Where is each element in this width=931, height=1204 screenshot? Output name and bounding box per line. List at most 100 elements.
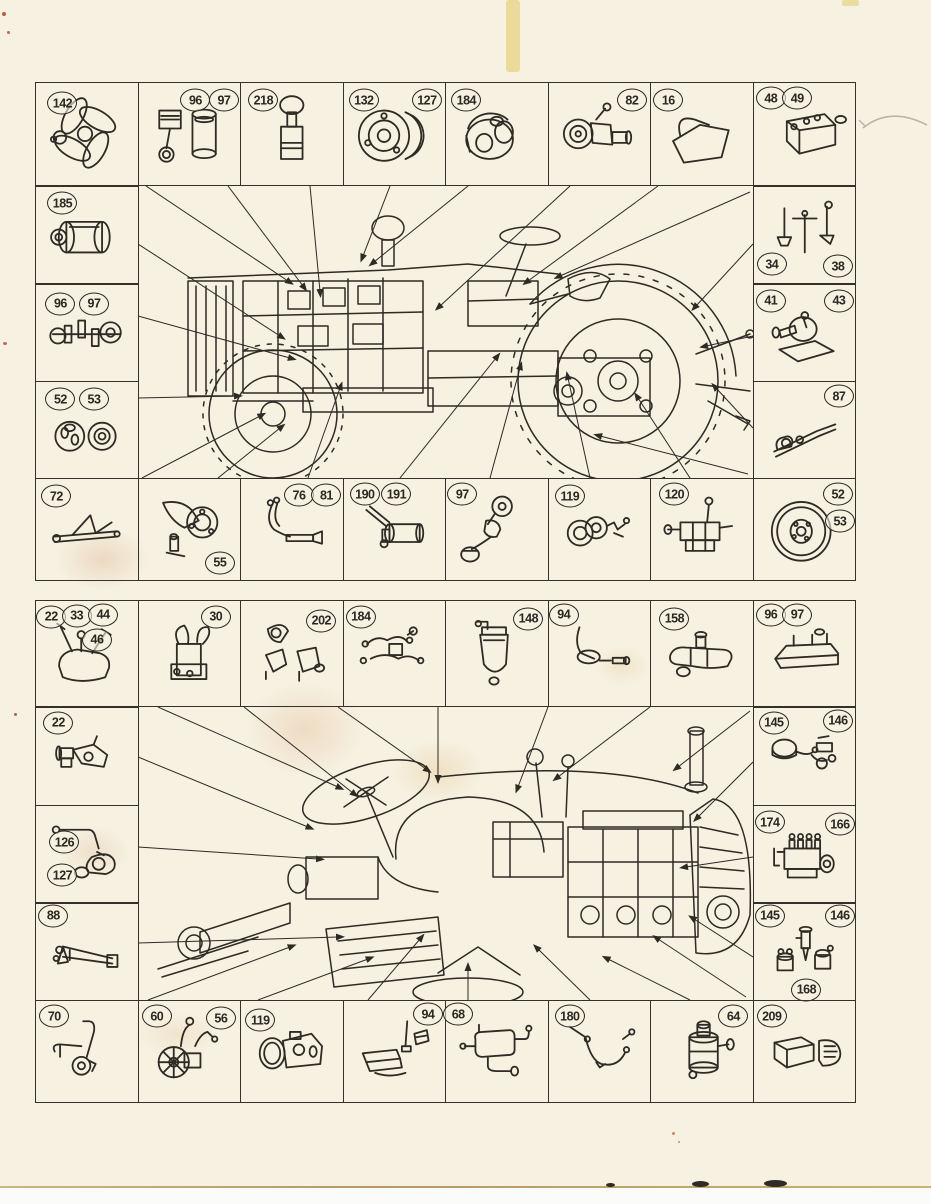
battery-and-cover-illustration — [758, 1007, 852, 1096]
pre-cleaner-and-elbow-illustration — [758, 714, 852, 799]
part-number-badge: 22 — [43, 711, 74, 735]
generator-and-wiring-illustration — [143, 1007, 237, 1096]
flexible-hose-illustration — [245, 485, 339, 574]
part-number-badge: 119 — [245, 1008, 276, 1032]
part-number-badge: 132 — [348, 88, 379, 112]
headlamp-unit-illustration — [245, 1007, 339, 1096]
part-number-badge: 127 — [47, 863, 78, 887]
part-number-badge: 72 — [41, 484, 72, 508]
part-cell: 148 — [445, 600, 549, 707]
part-number-badge: 119 — [554, 484, 585, 508]
part-cell: 30 — [137, 600, 242, 707]
oil-pump-strainer-illustration — [450, 485, 544, 574]
hydraulic-pump-illustration — [143, 607, 237, 699]
part-number-badge: 46 — [82, 628, 112, 652]
part-number-badge: 185 — [47, 191, 78, 215]
part-number-badge: 97 — [782, 603, 813, 627]
starter-motor-illustration — [348, 485, 442, 574]
ink-speck — [678, 1141, 680, 1143]
injectors-and-feed-pump-illustration — [758, 909, 852, 994]
clutch-release-parts-illustration — [553, 485, 647, 574]
ink-speck — [672, 1132, 675, 1135]
part-cell: 158 — [650, 600, 754, 707]
clutch-assembly-illustration — [348, 89, 442, 179]
scanner-backing — [0, 1188, 931, 1204]
part-number-badge: 146 — [822, 709, 853, 733]
part-number-badge: 202 — [306, 609, 337, 633]
part-cell: 218 — [240, 82, 344, 186]
part-number-badge: 43 — [823, 289, 854, 313]
front-axle-hub-illustration — [143, 485, 237, 574]
part-cell: 119 — [240, 1000, 344, 1104]
drawbar-frame-illustration — [40, 909, 134, 994]
steering-rods-illustration — [758, 193, 852, 278]
part-number-badge: 76 — [283, 483, 314, 507]
part-number-badge: 30 — [200, 605, 231, 629]
part-number-badge: 82 — [616, 88, 647, 112]
part-cell: 16 — [650, 82, 754, 186]
lift-cylinder-illustration — [40, 714, 134, 799]
part-number-badge: 174 — [754, 810, 785, 834]
ink-speck — [2, 12, 6, 16]
part-number-badge: 81 — [311, 483, 342, 507]
part-cell: 184 — [445, 82, 549, 186]
ink-speck — [3, 342, 7, 345]
part-number-badge: 148 — [513, 607, 544, 631]
engine-fan-illustration — [40, 89, 134, 179]
part-number-badge: 49 — [782, 86, 813, 110]
part-number-badge: 145 — [754, 904, 785, 928]
transmission-gearbox-illustration — [655, 485, 749, 574]
seat-illustration — [655, 89, 749, 179]
piston-plunger-illustration — [245, 89, 339, 179]
part-cell: 120 — [650, 478, 754, 582]
pencil-mark — [858, 115, 928, 129]
part-number-badge: 53 — [824, 509, 855, 533]
ink-speck — [7, 31, 10, 34]
part-cell: 87 — [752, 380, 857, 480]
part-number-badge: 70 — [39, 1004, 70, 1028]
part-cell: 97 — [445, 478, 549, 582]
part-number-badge: 52 — [822, 482, 853, 506]
part-cell: 70 — [35, 1000, 139, 1104]
part-number-badge: 184 — [345, 605, 376, 629]
part-number-badge: 184 — [451, 88, 482, 112]
manifold-illustration — [655, 607, 749, 699]
page-edge-scan-line — [0, 1186, 931, 1188]
injection-pump-illustration — [758, 811, 852, 896]
part-number-badge: 168 — [791, 978, 822, 1002]
fuel-filter-illustration — [450, 607, 544, 699]
part-number-badge: 97 — [447, 482, 478, 506]
water-pump-illustration — [553, 89, 647, 179]
pedal-lever-illustration — [758, 387, 852, 472]
part-number-badge: 97 — [208, 88, 239, 112]
part-number-badge: 44 — [88, 603, 119, 627]
part-number-badge: 94 — [412, 1002, 443, 1026]
drawbar-illustration — [40, 485, 134, 574]
crankshaft-illustration — [40, 290, 134, 375]
rocker-cover-illustration — [758, 607, 852, 699]
part-number-badge: 145 — [758, 711, 789, 735]
tape-mark — [506, 0, 520, 72]
hydraulic-lift-block-illustration — [758, 89, 852, 179]
clutch-pedal-illustration — [40, 1007, 134, 1096]
dynamo-illustration — [40, 193, 134, 278]
pulley-discs-illustration — [40, 387, 134, 472]
part-number-badge: 64 — [718, 1004, 749, 1028]
part-cell: 142 — [35, 82, 139, 186]
part-cell: 55 — [137, 478, 242, 582]
tractor-rear-perspective-region — [138, 707, 753, 1000]
part-cell: 68 — [443, 1000, 549, 1104]
part-number-badge: 97 — [78, 292, 109, 316]
fuel-tank-and-pipes-illustration — [450, 1007, 544, 1096]
